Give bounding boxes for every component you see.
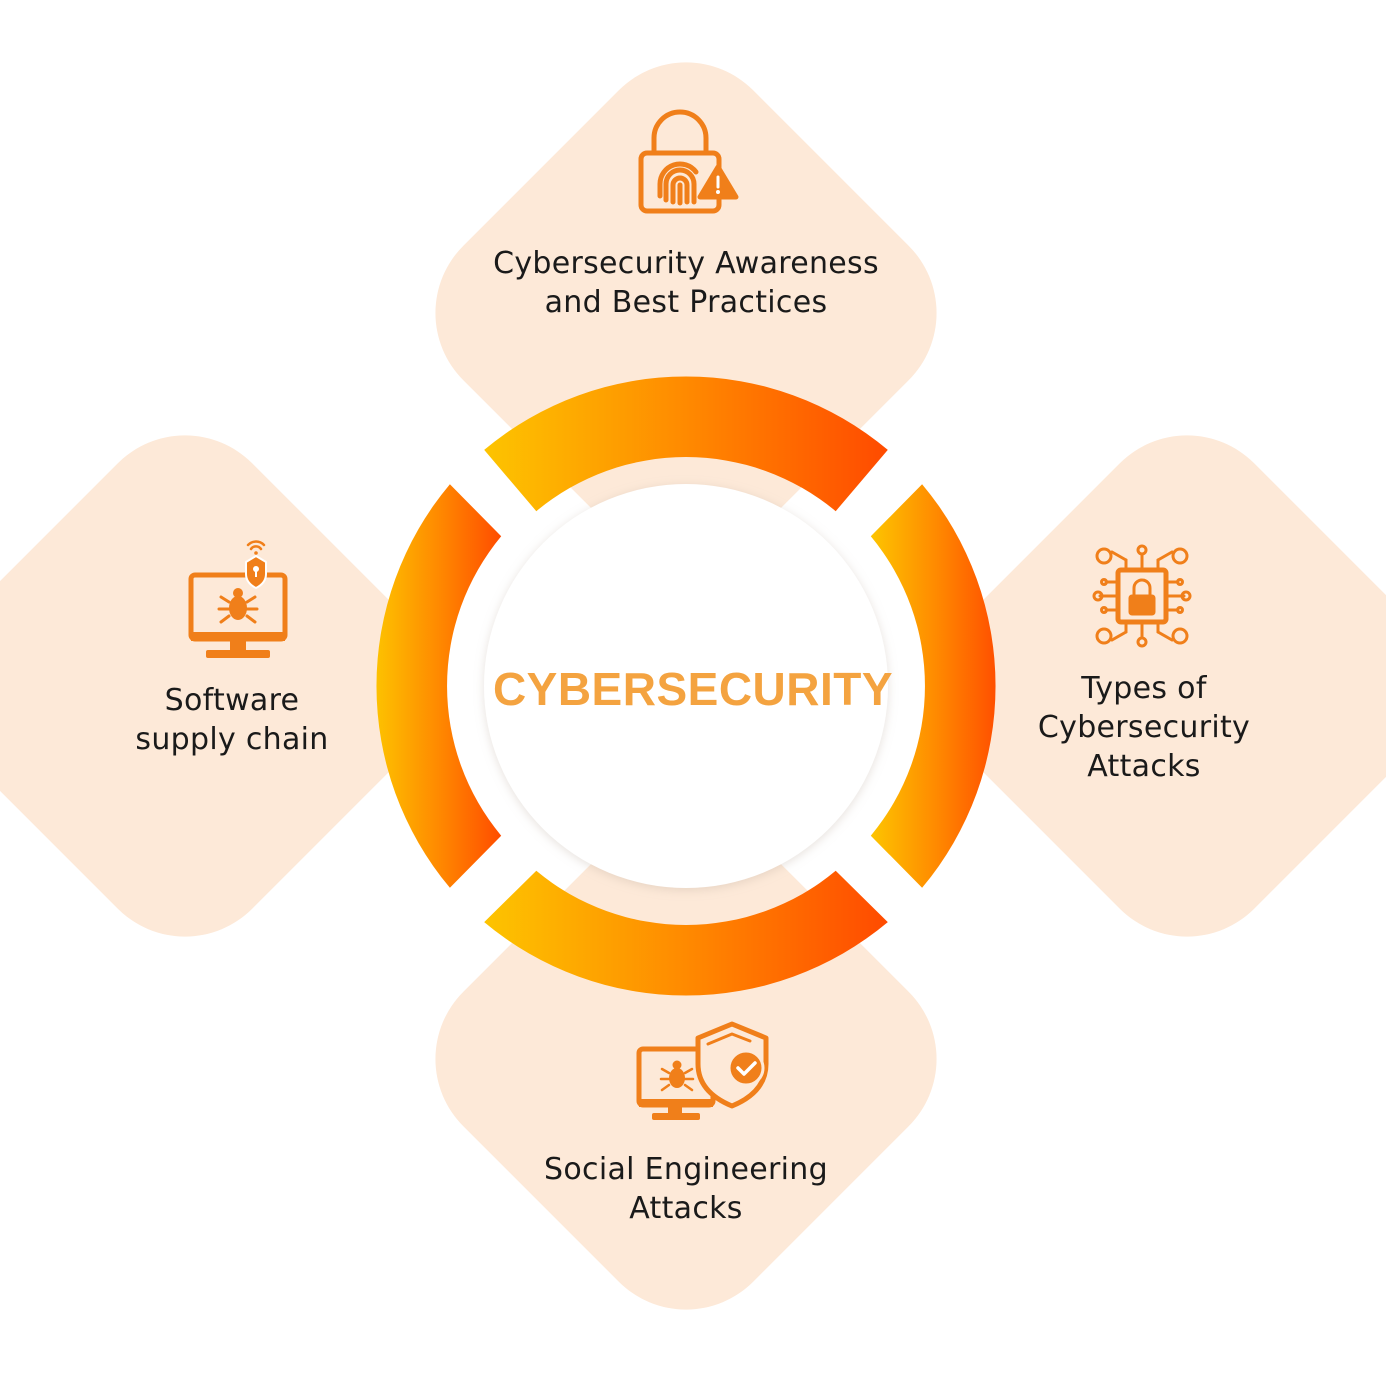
petal-right-label-line: Cybersecurity [1037,710,1251,745]
petal-bottom-label-line: Social Engineering [544,1152,828,1187]
center-circle [484,484,888,888]
petal-right-label-line: Attacks [1087,749,1201,784]
petal-left-label: Software supply chain [82,681,382,759]
petal-top-label-line: and Best Practices [544,285,828,320]
ring-segment-left [376,484,502,888]
petal-top-label-line: Cybersecurity Awareness [493,246,879,281]
circuit-lock-icon [1092,544,1192,648]
petal-left-label-line: Software [164,683,300,718]
petal-left-label-line: supply chain [135,722,329,757]
petal-bottom-label: Social Engineering Attacks [436,1150,936,1228]
petal-left [0,435,436,937]
ring-segment-right [870,484,996,888]
petal-top-label: Cybersecurity Awareness and Best Practic… [436,244,936,322]
ring-segment-bottom [484,870,888,996]
ring-segment-top [484,376,888,512]
monitor-bug-shield-check-icon [636,1021,769,1120]
petal-right-label: Types of Cybersecurity Attacks [994,669,1294,786]
monitor-bug-wifi-lock-icon [188,540,288,658]
petal-right [936,435,1386,937]
petal-right-label-line: Types of [1081,671,1207,706]
petal-bottom-label-line: Attacks [629,1191,743,1226]
center-title: CYBERSECURITY [492,663,894,715]
lock-fingerprint-warning-icon [638,109,739,214]
